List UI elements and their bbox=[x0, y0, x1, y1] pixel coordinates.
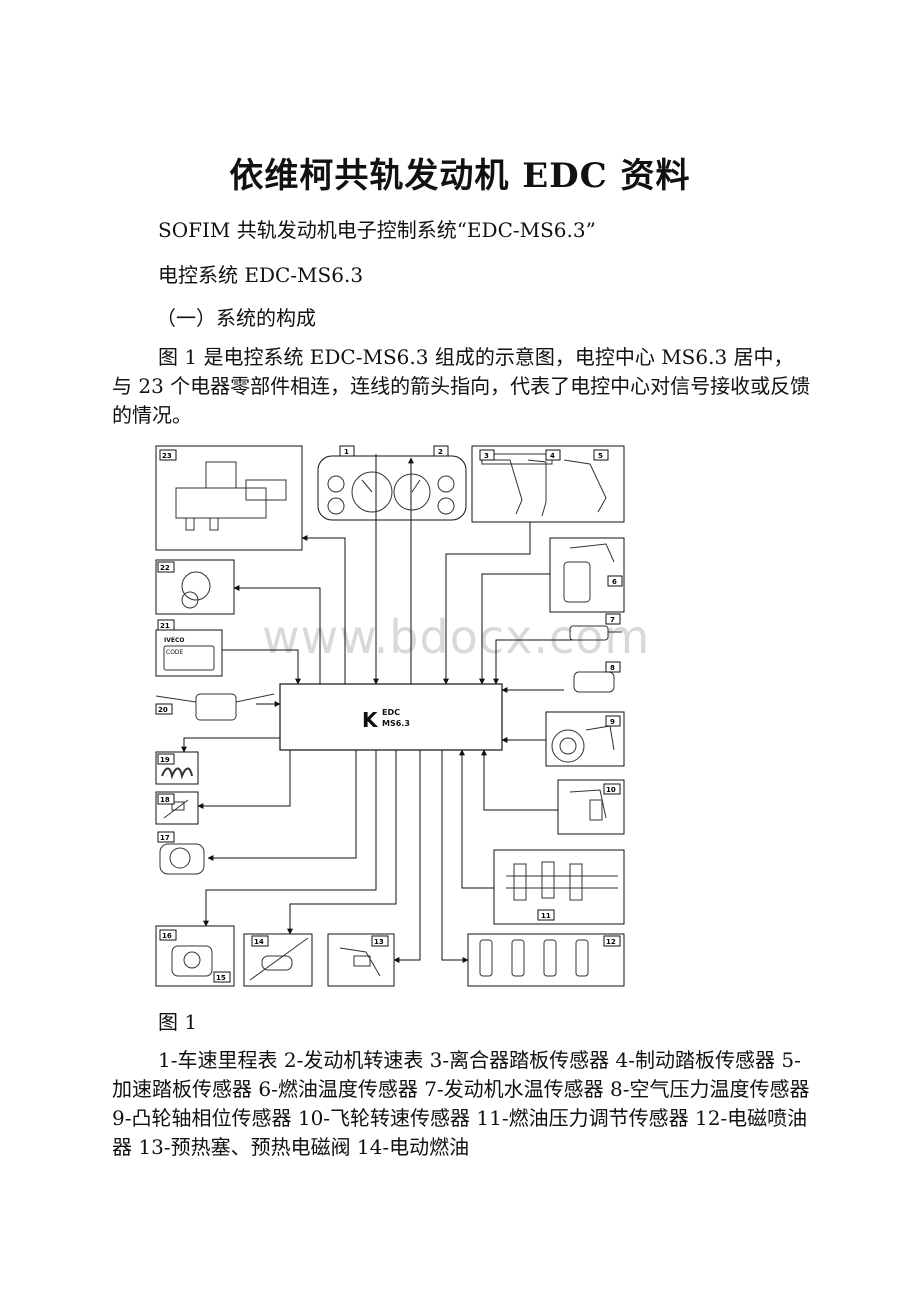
link-7 bbox=[493, 639, 590, 685]
svg-text:16: 16 bbox=[162, 932, 172, 940]
intro-paragraph-text: 图 1 是电控系统 EDC-MS6.3 组成的示意图，电控中心 MS6.3 居中… bbox=[112, 345, 811, 427]
box-10-flywheel-sensor bbox=[557, 779, 625, 835]
figure-caption: 图 1 bbox=[158, 1010, 198, 1034]
code-label: CODE bbox=[166, 649, 184, 656]
tag-8: 8 bbox=[605, 661, 621, 673]
tag-7: 7 bbox=[605, 613, 621, 625]
tag-23: 23 bbox=[159, 449, 177, 461]
box-6-fuel-temp bbox=[549, 537, 625, 613]
box-11-fuel-rail bbox=[493, 849, 625, 925]
link-6 bbox=[479, 573, 550, 685]
document-title: 依维柯共轨发动机 EDC 资料 bbox=[229, 156, 691, 196]
ecu-box bbox=[279, 683, 503, 751]
legend-paragraph: 1-车速里程表 2-发动机转速表 3-离合器踏板传感器 4-制动踏板传感器 5-… bbox=[112, 1046, 812, 1162]
svg-text:15: 15 bbox=[216, 974, 226, 982]
box-23-egr-valve bbox=[155, 445, 303, 551]
svg-text:23: 23 bbox=[162, 452, 172, 460]
link-18 bbox=[197, 750, 291, 809]
tag-5: 5 bbox=[593, 449, 609, 461]
link-14 bbox=[287, 750, 397, 935]
link-22 bbox=[233, 585, 321, 684]
svg-text:10: 10 bbox=[606, 786, 616, 794]
edc-system-diagram: K EDC MS6.3 bbox=[155, 445, 625, 987]
link-17 bbox=[207, 750, 357, 861]
system-line: 电控系统 EDC-MS6.3 bbox=[158, 263, 364, 287]
tag-6: 6 bbox=[607, 575, 623, 587]
tag-22: 22 bbox=[157, 561, 175, 573]
intro-paragraph: 图 1 是电控系统 EDC-MS6.3 组成的示意图，电控中心 MS6.3 居中… bbox=[112, 343, 812, 430]
tag-10: 10 bbox=[603, 783, 621, 795]
box-9-cam-sensor bbox=[545, 711, 625, 767]
box-21-code-module bbox=[155, 629, 223, 677]
ecu-label-edc: EDC bbox=[382, 708, 400, 717]
tag-20: 20 bbox=[155, 703, 173, 715]
link-11 bbox=[459, 749, 494, 889]
tag-18: 18 bbox=[157, 793, 175, 805]
tag-12: 12 bbox=[603, 935, 621, 947]
tag-2: 2 bbox=[433, 445, 449, 457]
tag-15: 15 bbox=[213, 971, 231, 983]
tag-1: 1 bbox=[339, 445, 355, 457]
link-10 bbox=[481, 749, 558, 811]
svg-text:8: 8 bbox=[610, 664, 615, 672]
link-13 bbox=[393, 750, 421, 963]
link-12 bbox=[441, 750, 469, 963]
tag-19: 19 bbox=[157, 753, 175, 765]
tag-4: 4 bbox=[545, 449, 561, 461]
iveco-label: IVECO bbox=[164, 637, 184, 644]
svg-text:12: 12 bbox=[606, 938, 616, 946]
link-16 bbox=[203, 750, 377, 927]
svg-text:18: 18 bbox=[160, 796, 170, 804]
link-21 bbox=[222, 649, 301, 685]
svg-text:13: 13 bbox=[374, 938, 384, 946]
box-19-coil bbox=[155, 751, 199, 785]
tag-21: 21 bbox=[157, 619, 175, 631]
box-1-2-instrument-cluster bbox=[317, 455, 467, 521]
box-3-5-pedals bbox=[471, 445, 625, 523]
svg-text:17: 17 bbox=[160, 834, 170, 842]
subtitle-line: SOFIM 共轨发动机电子控制系统“EDC-MS6.3” bbox=[158, 218, 596, 242]
svg-text:22: 22 bbox=[160, 564, 170, 572]
link-23 bbox=[301, 535, 346, 684]
tag-14: 14 bbox=[251, 935, 269, 947]
svg-text:2: 2 bbox=[438, 448, 443, 456]
svg-text:9: 9 bbox=[610, 718, 615, 726]
svg-text:7: 7 bbox=[610, 616, 615, 624]
ecu-label-model: MS6.3 bbox=[382, 719, 410, 728]
svg-text:19: 19 bbox=[160, 756, 170, 764]
svg-text:5: 5 bbox=[598, 452, 603, 460]
box-14-fuel-pump bbox=[243, 933, 313, 987]
watermark: www.bdocx.com bbox=[262, 610, 651, 664]
tag-3: 3 bbox=[479, 449, 495, 461]
svg-text:14: 14 bbox=[254, 938, 264, 946]
tag-11: 11 bbox=[537, 909, 555, 921]
tag-9: 9 bbox=[605, 715, 621, 727]
svg-text:21: 21 bbox=[160, 622, 170, 630]
legend-paragraph-text: 1-车速里程表 2-发动机转速表 3-离合器踏板传感器 4-制动踏板传感器 5-… bbox=[112, 1048, 810, 1159]
tag-13: 13 bbox=[371, 935, 389, 947]
tag-17: 17 bbox=[157, 831, 175, 843]
box-16-15-pump bbox=[155, 925, 235, 987]
svg-text:20: 20 bbox=[158, 706, 168, 714]
svg-text:6: 6 bbox=[612, 578, 617, 586]
ecu-logo: K bbox=[362, 708, 379, 732]
svg-text:1: 1 bbox=[344, 448, 349, 456]
component-number-tags: 1 2 3 4 5 6 7 8 9 10 11 12 13 14 15 16 1… bbox=[155, 445, 623, 983]
svg-text:3: 3 bbox=[484, 452, 489, 460]
svg-text:11: 11 bbox=[541, 912, 551, 920]
section-heading: （一）系统的构成 bbox=[156, 306, 316, 330]
link-19 bbox=[181, 737, 280, 753]
link-3 bbox=[443, 522, 531, 685]
tag-16: 16 bbox=[159, 929, 177, 941]
svg-text:4: 4 bbox=[550, 452, 555, 460]
